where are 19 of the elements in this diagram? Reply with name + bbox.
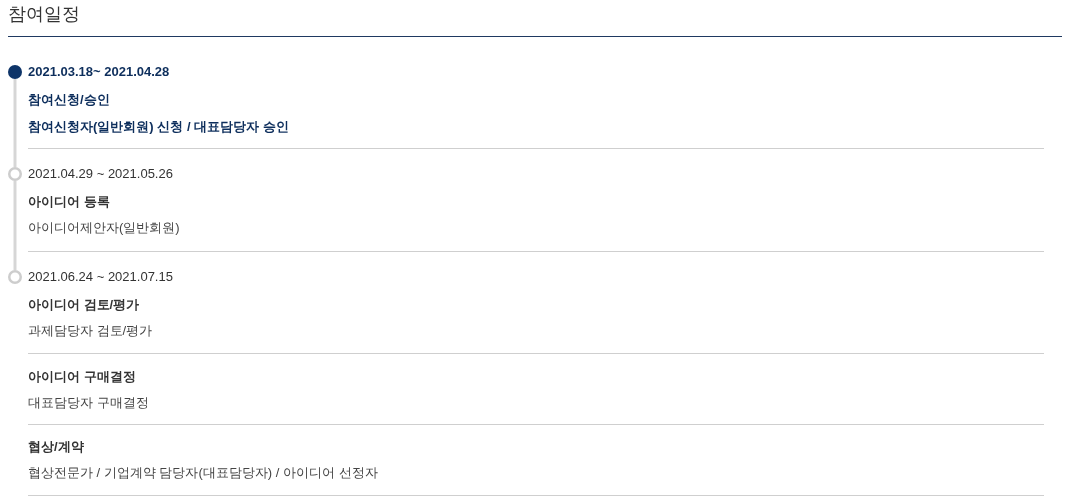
step-description: 아이디어제안자(일반회원) <box>28 219 180 237</box>
step-title: 협상/계약 <box>28 438 84 456</box>
date-range: 2021.03.18~ 2021.04.28 <box>28 63 170 81</box>
step-title: 아이디어 검토/평가 <box>28 296 140 314</box>
timeline-dot-icon <box>8 65 22 79</box>
timeline-ring-icon <box>8 167 22 181</box>
date-range: 2021.04.29 ~ 2021.05.26 <box>28 165 173 183</box>
date-range: 2021.06.24 ~ 2021.07.15 <box>28 268 173 286</box>
step-description: 참여신청자(일반회원) 신청 / 대표담당자 승인 <box>28 118 289 136</box>
timeline-ring-icon <box>8 270 22 284</box>
step-description: 대표담당자 구매결정 <box>28 394 149 412</box>
step-title: 아이디어 등록 <box>28 193 110 211</box>
step-title: 아이디어 구매결정 <box>28 368 136 386</box>
timeline-line <box>13 181 17 270</box>
step-description: 협상전문가 / 기업계약 담당자(대표담당자) / 아이디어 선정자 <box>28 464 378 482</box>
page-title: 참여일정 <box>8 3 80 26</box>
step-title: 참여신청/승인 <box>28 91 110 109</box>
step-description: 과제담당자 검토/평가 <box>28 322 153 340</box>
timeline-line <box>13 79 17 167</box>
